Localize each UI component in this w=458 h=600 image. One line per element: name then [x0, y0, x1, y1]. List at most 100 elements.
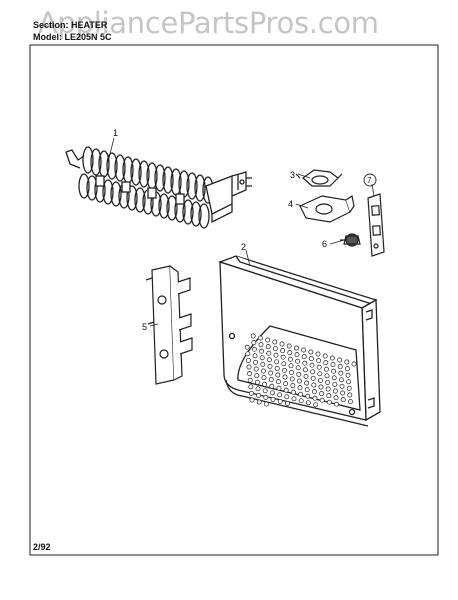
perforation-hole [333, 395, 339, 401]
perforation-hole [282, 374, 288, 380]
perforation-hole [275, 372, 281, 378]
perforation-hole [325, 386, 331, 392]
perforation-hole [255, 386, 261, 392]
perforation-hole [334, 401, 340, 407]
perforation-hole [295, 358, 301, 364]
perforation-hole [347, 399, 353, 405]
perforation-hole [259, 348, 265, 354]
perforation-hole [298, 398, 304, 404]
perforation-hole [286, 343, 292, 349]
perforation-hole [283, 387, 289, 393]
callout-2: 2 [241, 242, 246, 252]
perforation-hole [258, 342, 264, 348]
perforation-hole [254, 379, 260, 385]
perforation-hole [270, 396, 276, 402]
perforation-hole [290, 389, 296, 395]
perforation-hole [291, 396, 297, 402]
perforation-hole [272, 339, 278, 345]
perforation-hole [302, 360, 308, 366]
perforation-hole [283, 381, 289, 387]
perforation-hole [331, 368, 337, 374]
perforation-hole [351, 361, 357, 367]
perforation-hole [288, 363, 294, 369]
perforation-hole [265, 337, 271, 343]
perforation-hole [311, 389, 317, 395]
perforation-hole [315, 351, 321, 357]
perforation-hole [340, 390, 346, 396]
perforation-hole [254, 373, 260, 379]
perforation-hole [245, 357, 251, 363]
perforation-hole [296, 378, 302, 384]
perforation-hole [339, 383, 345, 389]
perforation-hole [268, 377, 274, 383]
perforation-hole [331, 375, 337, 381]
perforation-hole [323, 366, 329, 372]
perforation-hole [294, 352, 300, 358]
perforation-hole [248, 384, 254, 390]
perforation-hole [326, 399, 332, 405]
perforation-hole [245, 351, 251, 357]
callout-1: 1 [113, 128, 118, 138]
perforation-hole [249, 397, 255, 403]
perforation-hole [268, 370, 274, 376]
thermostat-bracket-drawing [299, 195, 355, 223]
thermostat-drawing [295, 169, 343, 187]
perforation-hole [244, 344, 250, 350]
perforation-hole [345, 372, 351, 378]
perforation-hole [275, 379, 281, 385]
perforation-hole [272, 346, 278, 352]
perforation-hole [323, 360, 329, 366]
callout-5: 5 [142, 322, 147, 332]
perforation-hole [273, 352, 279, 358]
heater-element-drawing [65, 146, 252, 229]
perforation-hole [277, 392, 283, 398]
callout-3: 3 [290, 170, 295, 180]
footer-date-code: 2/92 [33, 542, 51, 552]
perforation-hole [304, 387, 310, 393]
callout-6: 6 [322, 239, 327, 249]
perforation-hole [280, 354, 286, 360]
perforation-hole [303, 373, 309, 379]
perforation-hole [281, 367, 287, 373]
perforation-hole [251, 346, 257, 352]
perforation-hole [251, 340, 257, 346]
perforation-hole [253, 359, 259, 365]
perforation-hole [319, 391, 325, 397]
perforation-hole [325, 379, 331, 385]
perforation-hole [311, 382, 317, 388]
callout-7-ring [363, 173, 377, 187]
perforation-hole [295, 365, 301, 371]
perforation-hole [260, 368, 266, 374]
perforation-hole [253, 366, 259, 372]
perforation-hole [305, 400, 311, 406]
perforation-hole [269, 383, 275, 389]
perforation-hole [263, 401, 269, 407]
callout-4: 4 [288, 199, 293, 209]
perforation-hole [259, 355, 265, 361]
perforation-hole [250, 333, 256, 339]
perforation-hole [287, 350, 293, 356]
limit-thermostat-drawing [367, 193, 385, 257]
perforation-hole [252, 353, 258, 359]
perforation-hole [263, 394, 269, 400]
perforation-hole [267, 363, 273, 369]
perforation-hole [274, 359, 280, 365]
perforation-hole [296, 371, 302, 377]
perforation-hole [289, 369, 295, 375]
perforation-hole [279, 341, 285, 347]
perforation-hole [298, 391, 304, 397]
perforation-hole [316, 358, 322, 364]
terminal-block-drawing [145, 265, 193, 385]
perforation-hole [317, 371, 323, 377]
perforation-hole [262, 381, 268, 387]
perforation-hole [338, 377, 344, 383]
perforation-hole [247, 371, 253, 377]
perforation-hole [277, 398, 283, 404]
perforation-hole [340, 397, 346, 403]
perforation-hole [344, 359, 350, 365]
perforation-hole [332, 388, 338, 394]
perforation-hole [287, 356, 293, 362]
perforation-hole [317, 377, 323, 383]
